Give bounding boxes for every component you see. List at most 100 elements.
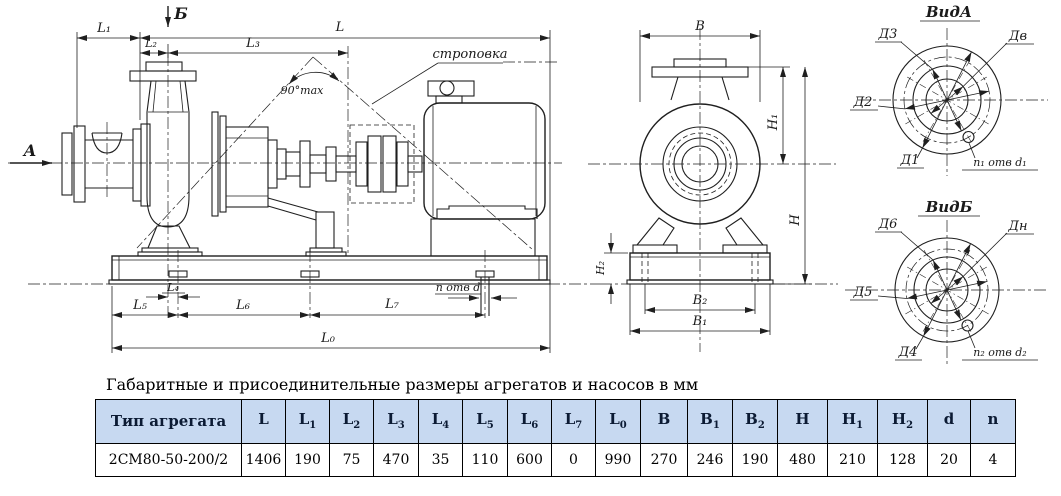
table-caption: Габаритные и присоединительные размеры а… xyxy=(106,375,699,394)
pump-cover-flange xyxy=(132,128,142,202)
lifting-eye xyxy=(427,80,475,104)
front-dimensions: B H₁ H H₂ B₂ B₁ xyxy=(594,19,812,335)
motor xyxy=(423,80,546,257)
dim-label-b: B xyxy=(694,19,705,34)
cell-H: 480 xyxy=(777,443,828,477)
col-header-type-label: Тип агрегата xyxy=(110,412,227,431)
pump-cover-flange2 xyxy=(140,123,151,207)
view-b-arrow: Б xyxy=(165,4,188,27)
col-header-type: Тип агрегата xyxy=(95,399,242,444)
view-b-title: ВидБ xyxy=(925,198,973,216)
front-baseplate xyxy=(626,252,774,285)
col-header-L3: L3 xyxy=(373,399,419,444)
view-a: ВидА Дв Д3 Д2 Д1 п₁ отв d₁ xyxy=(850,3,1048,176)
anchor-bolt-2 xyxy=(300,250,320,318)
dim-label-l3: L₃ xyxy=(245,36,260,51)
cell-B1: 246 xyxy=(687,443,733,477)
holes-label: п отв d xyxy=(436,281,481,294)
label-dv: Дв xyxy=(1008,29,1027,44)
sling-lines: 90°max строповка xyxy=(136,47,558,251)
col-header-H2: H2 xyxy=(877,399,928,444)
bearing-bracket xyxy=(211,111,347,257)
anchor-bolt-1 xyxy=(168,250,188,318)
label-holes-b: п₂ отв d₂ xyxy=(973,346,1026,359)
label-holes-a: п₁ отв d₁ xyxy=(973,156,1026,169)
col-header-L4: L4 xyxy=(418,399,463,444)
label-d2: Д2 xyxy=(853,95,873,110)
col-header-L2: L2 xyxy=(329,399,374,444)
cell-L3: 470 xyxy=(373,443,419,477)
col-header-L: L xyxy=(241,399,286,444)
cell-L5: 110 xyxy=(462,443,508,477)
table-header-row: Тип агрегата L L1 L2 L3 L4 L5 L6 L7 L0 B… xyxy=(95,399,1016,444)
dim-label-l0: L₀ xyxy=(320,331,336,346)
anchor-bolt-3 xyxy=(475,250,495,318)
col-header-L5: L5 xyxy=(462,399,508,444)
dimensions-table: Тип агрегата L L1 L2 L3 L4 L5 L6 L7 L0 B… xyxy=(95,399,1016,477)
cell-B: 270 xyxy=(640,443,688,477)
sling-label: строповка xyxy=(432,47,507,62)
front-view: B H₁ H H₂ B₂ B₁ xyxy=(588,19,838,352)
col-header-B2: B2 xyxy=(732,399,778,444)
shaft-coupling xyxy=(285,124,423,204)
bolt-hole-b xyxy=(961,319,974,332)
cell-L2: 75 xyxy=(329,443,374,477)
col-header-L0: L0 xyxy=(595,399,641,444)
col-header-L1: L1 xyxy=(285,399,330,444)
dim-label-l4: L₄ xyxy=(166,281,179,294)
coupling-guard xyxy=(349,124,415,204)
table-data-row: 2СМ80-50-200/2 1406 190 75 470 35 110 60… xyxy=(95,443,1016,477)
label-d3: Д3 xyxy=(878,27,898,42)
col-header-L6: L6 xyxy=(507,399,552,444)
bottom-dimensions: L₄ L₅ L₆ L₇ п отв d L₀ xyxy=(111,281,550,353)
cell-H2: 128 xyxy=(877,443,928,477)
dim-label-l2: L₂ xyxy=(144,37,157,50)
view-b-arrow-label: Б xyxy=(173,4,188,23)
label-d1: Д1 xyxy=(900,153,920,168)
cell-n: 4 xyxy=(970,443,1016,477)
view-b: ВидБ Дн Д6 Д5 Д4 п₂ отв d₂ xyxy=(845,198,1048,366)
dim-label-h1: H₁ xyxy=(766,114,781,132)
dim-label-b1: B₁ xyxy=(692,314,708,329)
dim-label-b2: B₂ xyxy=(692,293,708,308)
sling-angle-label: 90°max xyxy=(281,84,324,97)
cell-L0: 990 xyxy=(595,443,641,477)
cell-d: 20 xyxy=(927,443,971,477)
dim-label-h2: H₂ xyxy=(594,261,607,276)
view-a-arrow: А xyxy=(10,141,52,166)
dim-label-h: H xyxy=(788,214,803,227)
cell-B2: 190 xyxy=(732,443,778,477)
front-casing xyxy=(632,58,768,254)
cell-L1: 190 xyxy=(285,443,330,477)
pump-suction xyxy=(61,122,133,203)
view-a-title: ВидА xyxy=(925,3,972,21)
cell-H1: 210 xyxy=(827,443,878,477)
dim-label-l6: L₆ xyxy=(235,298,250,313)
bolt-hole-a xyxy=(962,130,975,144)
col-header-H1: H1 xyxy=(827,399,878,444)
dim-label-l1: L₁ xyxy=(96,21,111,36)
col-header-H: H xyxy=(777,399,828,444)
cell-L4: 35 xyxy=(418,443,463,477)
col-header-B: B xyxy=(640,399,688,444)
label-d5: Д5 xyxy=(853,285,873,300)
col-header-d: d xyxy=(927,399,971,444)
dim-label-l7: L₇ xyxy=(384,297,400,312)
label-dn: Дн xyxy=(1007,219,1027,234)
label-d4: Д4 xyxy=(898,345,918,360)
col-header-n: n xyxy=(970,399,1016,444)
label-d6: Д6 xyxy=(878,217,898,232)
cell-type: 2СМ80-50-200/2 xyxy=(95,443,242,477)
cell-L6: 600 xyxy=(507,443,552,477)
dim-label-l5: L₅ xyxy=(132,298,148,313)
top-dimensions: L₁ L L₂ L₃ xyxy=(76,20,551,353)
technical-drawing: А Б xyxy=(8,3,1048,366)
cell-L: 1406 xyxy=(241,443,286,477)
col-header-B1: B1 xyxy=(687,399,733,444)
view-a-arrow-label: А xyxy=(22,141,36,160)
dim-label-l: L xyxy=(335,20,345,35)
motor-pedestal xyxy=(430,218,536,257)
col-header-L7: L7 xyxy=(551,399,596,444)
side-view: А Б xyxy=(8,4,600,353)
cell-L7: 0 xyxy=(551,443,596,477)
